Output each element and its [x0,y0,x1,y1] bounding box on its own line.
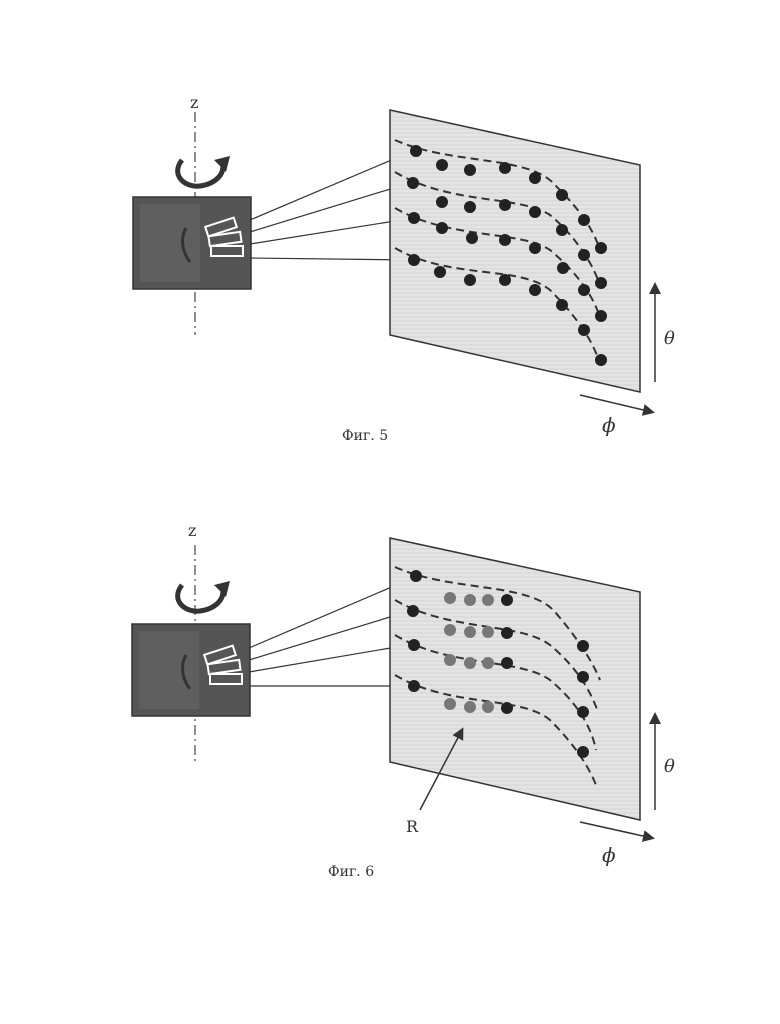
figure-caption: Фиг. 5 [342,428,388,444]
theta-label: θ [664,328,675,349]
rotation-arrow-icon [178,585,223,611]
z-axis-label: z [188,521,196,540]
region-label: R [406,817,419,836]
figure-caption: Фиг. 6 [328,864,374,880]
projection-screen [390,538,640,820]
phi-label: ϕ [602,413,616,437]
rotation-arrow-icon [178,160,223,186]
phi-arrow [580,395,652,412]
z-axis-label: z [190,93,198,112]
theta-label: θ [664,756,675,777]
figure-5: z θ [133,93,675,444]
figure-6: z [132,521,675,880]
phi-label: ϕ [602,843,616,867]
phi-arrow [580,822,652,838]
